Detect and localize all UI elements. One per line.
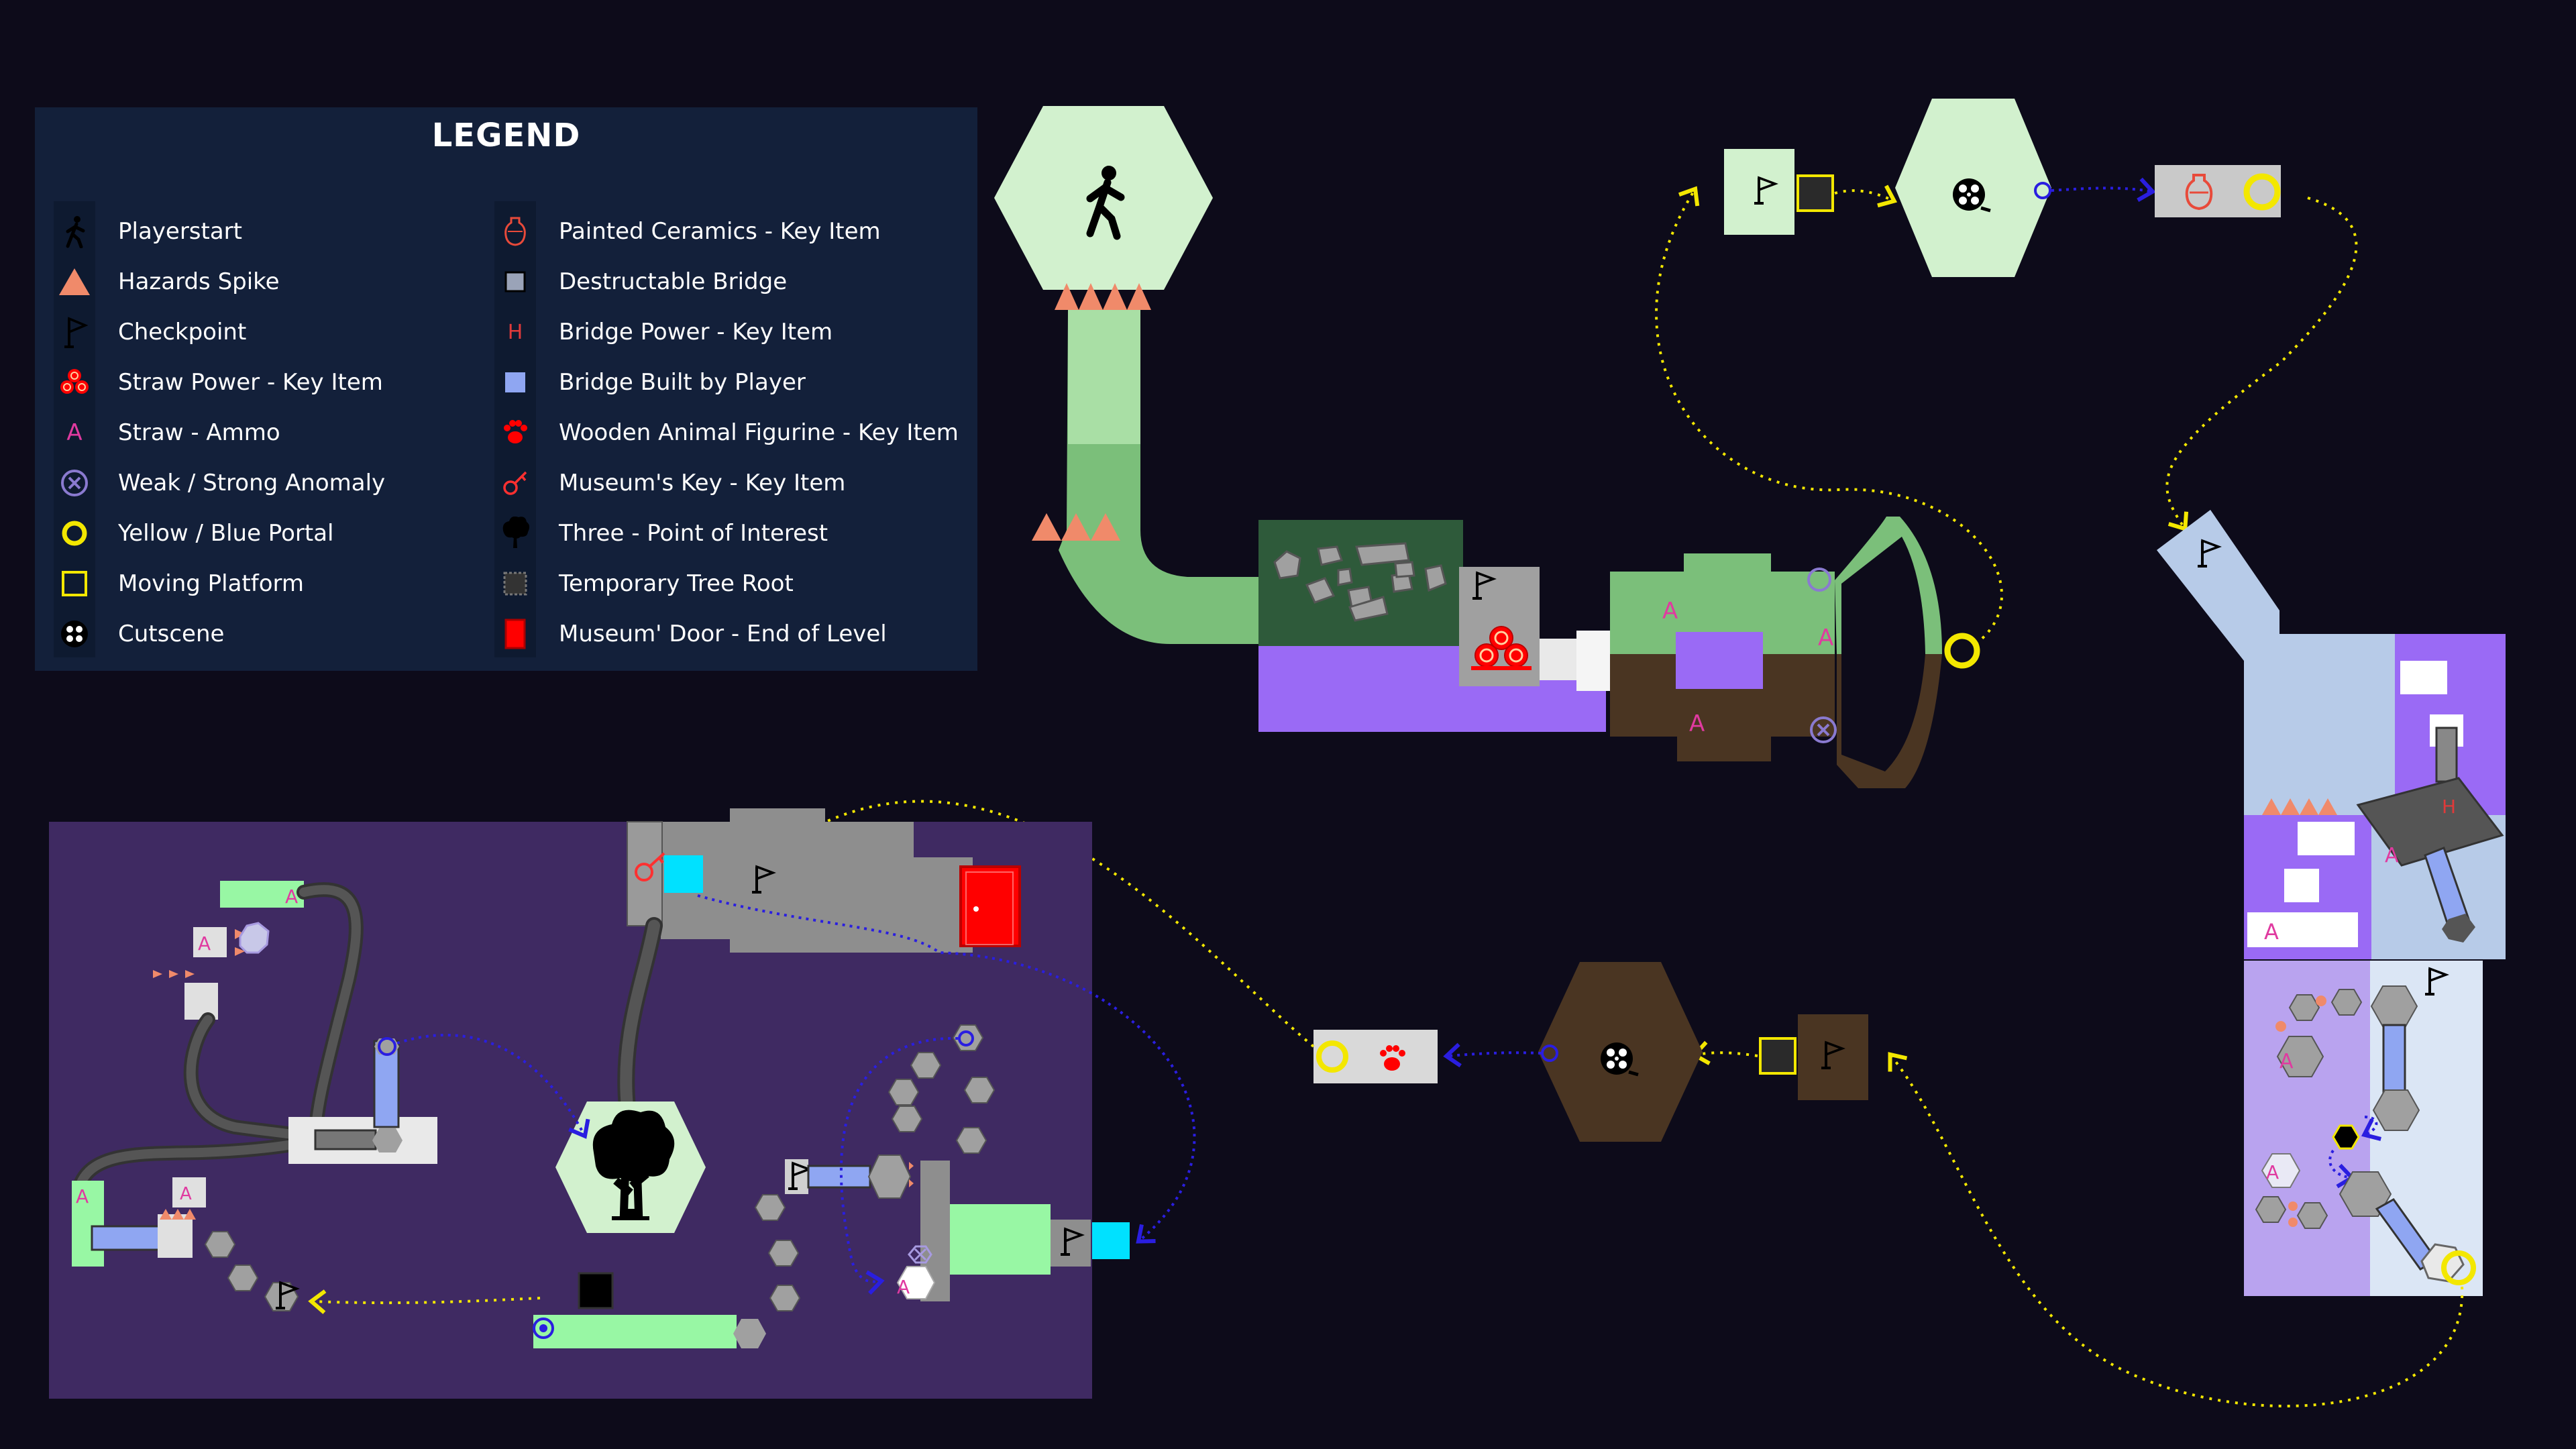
svg-text:A: A [897,1276,910,1298]
legend-title: LEGEND [431,117,581,154]
letter-h-icon: H [507,320,523,344]
svg-text:A: A [1818,625,1833,651]
yellow-portal-2 [2243,173,2281,211]
legend-item: Cutscene [54,614,224,654]
svg-text:A: A [1662,598,1678,625]
svg-text:A: A [2279,1050,2294,1073]
legend-item: Museum' Door - End of Level [494,614,887,654]
legend-item: Bridge Built by Player [494,362,806,402]
svg-text:A: A [76,1185,89,1208]
zone-rock-field [1258,520,1610,732]
tree-icon [494,513,536,553]
straw-power-icon [1471,626,1532,670]
yellow-portal-1 [1944,633,1980,669]
zone-right-tower: A A H A A [1888,510,2506,1407]
walking-person-icon [1086,166,1125,240]
red-door-icon [494,614,536,654]
svg-text:A: A [2385,844,2399,867]
spike-triangle-icon [54,262,95,302]
key-icon [494,463,536,503]
zone-start [994,106,1288,644]
spike-row-2 [1032,513,1120,541]
straw-bundle-icon [54,362,95,402]
red-door-icon [959,865,1021,947]
legend-item: Three - Point of Interest [494,513,828,553]
zone-top-cutscene [1724,99,2358,532]
svg-text:A: A [2264,919,2279,945]
grey-square-icon [494,262,536,302]
legend-item: A Straw - Ammo [54,413,280,453]
legend-item: Straw Power - Key Item [54,362,383,402]
yellow-portal-3 [2441,1250,2476,1285]
legend-item: Museum's Key - Key Item [494,463,845,503]
square-outline-icon [54,564,95,604]
vase-icon [494,211,536,252]
svg-text:A: A [1689,710,1705,737]
blue-square-icon [494,362,536,402]
letter-a-icon: A [66,419,83,446]
ring-portal-icon [54,513,95,553]
walking-person-icon [54,211,95,252]
legend-item: Yellow / Blue Portal [54,513,333,553]
paw-icon [494,413,536,453]
svg-text:H: H [2442,796,2456,818]
green-path-top [1068,310,1140,444]
svg-text:A: A [180,1184,192,1204]
flag-icon [54,312,95,352]
tree-icon [592,1110,675,1220]
zone-mid-cutscene [753,800,1868,1142]
spike-row [1055,283,1151,310]
legend-panel: LEGEND Playerstart Hazards Spike Checkpo… [35,107,977,671]
vase-icon [2185,174,2213,211]
legend-item: Weak / Strong Anomaly [54,463,385,503]
legend-item: Wooden Animal Figurine - Key Item [494,413,959,453]
zone-forest: A A A A [49,808,1196,1399]
legend-item: Moving Platform [54,564,304,604]
circle-x-icon [54,463,95,503]
dashed-square-icon [494,564,536,604]
svg-text:A: A [2266,1161,2279,1183]
zone-grass-soil: A A A [1610,517,1980,788]
key-icon [635,852,665,881]
legend-item: Checkpoint [54,312,246,352]
paw-icon [1380,1045,1405,1071]
legend-item: Playerstart [54,211,242,252]
svg-text:A: A [198,932,211,955]
legend-item: Destructable Bridge [494,262,787,302]
svg-text:A: A [285,885,298,908]
legend-item: H Bridge Power - Key Item [494,312,833,352]
film-reel-icon [54,614,95,654]
legend-item: Temporary Tree Root [494,564,794,604]
legend-item: Hazards Spike [54,262,280,302]
legend-item: Painted Ceramics - Key Item [494,211,881,252]
